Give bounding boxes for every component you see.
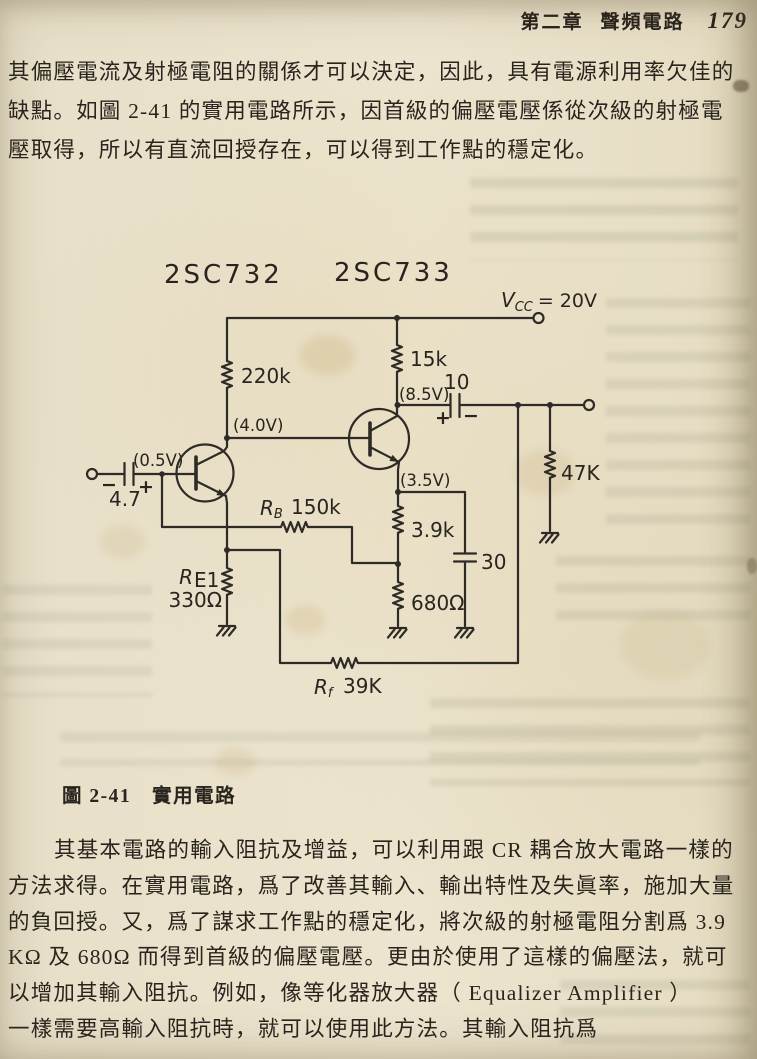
- svg-text:E1: E1: [194, 568, 219, 592]
- transistor1-label: 2SC732: [164, 260, 283, 290]
- resistor-rb-150k: RB 150k: [160, 472, 400, 565]
- text-line: 缺點。如圖 2-41 的實用電路所示，因首級的偏壓電壓係從次級的射極電: [8, 99, 724, 123]
- output-terminal: [582, 398, 596, 412]
- transistor2-label: 2SC733: [334, 258, 453, 288]
- text-line: 壓取得，所以有直流回授存在，可以得到工作點的穩定化。: [8, 138, 599, 162]
- resistor-680-label: 680Ω: [411, 591, 464, 615]
- text-line: 其偏壓電流及射極電阻的關係才可以決定，因此，具有電源利用率欠佳的: [8, 60, 735, 84]
- ground-symbol: [386, 626, 408, 639]
- transistor-q1: [175, 436, 235, 552]
- cap-10-label: 10: [444, 370, 469, 394]
- svg-text:+: +: [138, 476, 154, 498]
- transistor-q2: [347, 403, 411, 494]
- svg-text:+: +: [435, 407, 451, 429]
- text-line: 的負回授。又，爲了謀求工作點的穩定化，將次級的射極電阻分割爲 3.9: [8, 909, 727, 934]
- voltage-label-85v: (8.5V): [399, 385, 449, 404]
- resistor-3.9k-label: 3.9k: [411, 518, 455, 542]
- section-title: 聲頻電路: [600, 12, 685, 33]
- vcc-label: VCC= 20V: [501, 288, 597, 315]
- text-line: KΩ 及 680Ω 而得到首級的偏壓電壓。更由於使用了這樣的偏壓法，就可: [8, 945, 728, 970]
- svg-text:330Ω: 330Ω: [169, 588, 222, 612]
- paragraph-1: 其偏壓電流及射極電阻的關係才可以決定，因此，具有電源利用率欠佳的 缺點。如圖 2…: [8, 53, 756, 170]
- svg-text:47K: 47K: [561, 461, 600, 485]
- text-line: 以增加其輸入阻抗。例如，像等化器放大器（ Equalizer Amplifier…: [8, 981, 692, 1006]
- vcc-rail: VCC= 20V: [225, 288, 597, 363]
- paragraph-2: 其基本電路的輸入阻抗及增益，可以利用跟 CR 耦合放大電路一樣的 方法求得。在實…: [8, 833, 756, 1048]
- svg-text:15k: 15k: [410, 347, 447, 371]
- svg-text:−: −: [101, 474, 117, 496]
- svg-text:39K: 39K: [343, 674, 382, 698]
- output-coupling: (8.5V) 10 + −: [394, 370, 596, 429]
- text-line: 一樣需要高輸入阻抗時，就可以使用此方法。其輸入阻抗爲: [8, 1016, 599, 1041]
- svg-text:Rf: Rf: [314, 675, 335, 701]
- svg-text:RB: RB: [260, 496, 283, 522]
- voltage-label-4v: (4.0V): [233, 416, 283, 435]
- page-header: 第二章 聲頻電路 179: [380, 7, 748, 34]
- text-line: 其基本電路的輸入阻抗及增益，可以利用跟 CR 耦合放大電路一樣的: [54, 838, 734, 862]
- text-line: 方法求得。在實用電路，爲了改善其輸入、輸出特性及失眞率，施加大量: [8, 873, 735, 898]
- resistor-re1-330: R E1 330Ω: [169, 547, 237, 637]
- ground-symbol: [215, 624, 237, 637]
- resistor-rf-39k: Rf 39K: [225, 403, 520, 701]
- input-terminal: [85, 467, 99, 481]
- chapter-label: 第二章: [520, 12, 584, 33]
- input-coupling: − + 4.7 (0.5V): [85, 451, 198, 511]
- resistor-47k: 47K: [538, 403, 600, 544]
- page-number: 179: [707, 8, 748, 33]
- figure-caption: 圖 2-41 實用電路: [62, 786, 237, 807]
- circuit-diagram: 2SC732 2SC733 VCC= 20V 220k (4.0V) − + 4…: [85, 258, 600, 701]
- ground-symbol: [453, 626, 475, 639]
- svg-text:220k: 220k: [241, 364, 291, 388]
- resistor-220k: 220k: [220, 359, 291, 440]
- cap-4.7-label: 4.7: [109, 487, 141, 511]
- svg-text:−: −: [463, 405, 479, 427]
- svg-text:R: R: [179, 565, 193, 589]
- cap-30-label: 30: [481, 550, 506, 574]
- emitter-network: (3.5V) 3.9k 680Ω 30: [386, 471, 506, 639]
- voltage-label-35v: (3.5V): [400, 471, 450, 490]
- bleedthrough-smudge: [470, 178, 738, 260]
- svg-text:150k: 150k: [291, 495, 341, 519]
- vcc-terminal: [532, 311, 545, 325]
- voltage-label-05v: (0.5V): [133, 451, 183, 470]
- resistor-15k: 15k: [390, 316, 447, 407]
- ground-symbol: [538, 531, 560, 544]
